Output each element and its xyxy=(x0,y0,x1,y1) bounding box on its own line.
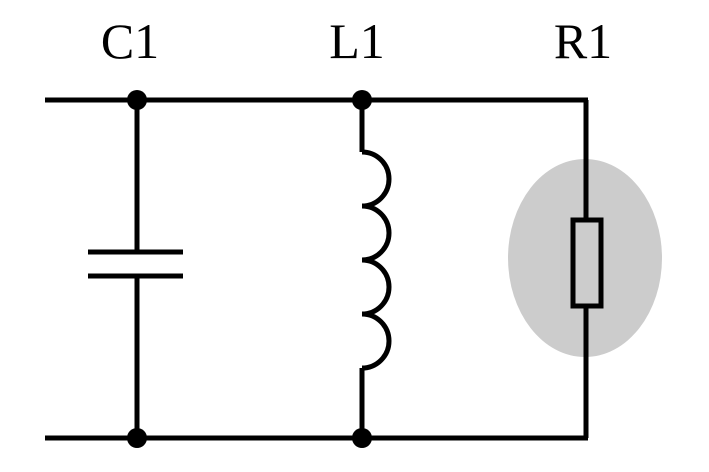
inductor-label: L1 xyxy=(329,13,385,69)
resistor-highlight xyxy=(508,159,662,357)
junction-node-top-c1 xyxy=(127,90,147,110)
junction-node-bottom-l1 xyxy=(352,428,372,448)
junction-node-bottom-c1 xyxy=(127,428,147,448)
inductor-l1 xyxy=(359,100,392,438)
capacitor-c1 xyxy=(88,100,183,438)
resistor-r1 xyxy=(570,100,604,438)
capacitor-label: C1 xyxy=(101,13,159,69)
junction-node-top-l1 xyxy=(352,90,372,110)
inductor-coil xyxy=(361,149,392,371)
resistor-label: R1 xyxy=(554,13,612,69)
